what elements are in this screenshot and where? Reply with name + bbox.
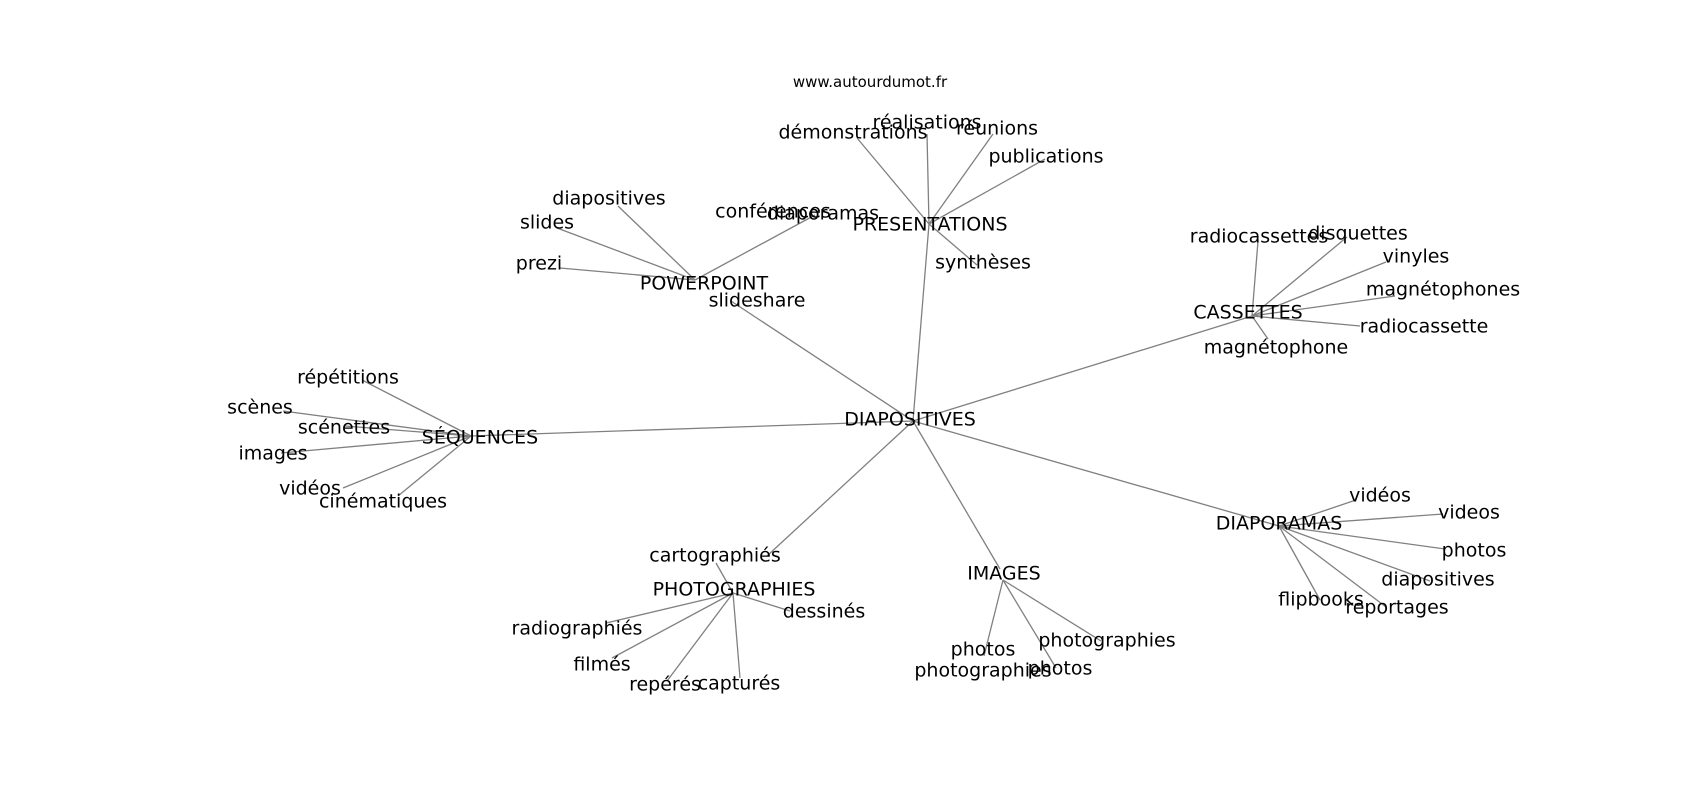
leaf-node: videos [1438,501,1500,524]
leaf-node: répétitions [297,366,399,389]
graph-edge [1251,315,1269,340]
graph-edge [1278,525,1387,608]
leaf-node: scénettes [297,416,391,439]
leaf-node: diapositives [552,187,666,210]
graph-edge [611,592,734,659]
graph-edge [1251,295,1396,317]
leaf-node: scènes [227,396,293,419]
leaf-node: démonstrations [778,121,928,144]
graph-edge [1278,525,1446,550]
leaf-node: disquettes [1308,222,1408,245]
leaf-node: photographies [1038,629,1176,652]
graph-edge [983,579,1004,657]
leaf-node: radiographiés [511,617,643,640]
graph-edge [1002,579,1057,669]
group-node-powerpoint: POWERPOINT [639,272,769,295]
graph-edge [928,223,978,266]
leaf-node: reportages [1345,596,1449,619]
leaf-node: prezi [515,252,563,275]
leaf-node: publications [988,145,1104,168]
graph-edge [397,435,472,497]
graph-edge [928,158,1046,225]
leaf-node: photos [950,638,1016,661]
leaf-node: diapositives [1381,568,1495,591]
leaf-node: conférences [715,200,831,223]
graph-edge [926,133,930,225]
graph-edge [1278,500,1354,527]
graph-edge [559,267,696,281]
graph-edge [912,420,1280,527]
leaf-node: diaporamas [766,202,880,225]
graph-edge [1278,525,1321,601]
graph-edge [1251,236,1348,317]
graph-edge [912,420,1001,570]
hub-node: DIAPOSITIVES [844,408,976,431]
graph-edge [1251,315,1361,327]
graph-edge [280,435,472,454]
graph-edge [912,223,930,422]
leaf-node: slideshare [708,289,806,312]
graph-edge [694,214,816,281]
leaf-node: images [238,442,308,465]
graph-edge [470,420,914,437]
leaf-node: cinématiques [318,490,448,513]
graph-edge [282,410,472,437]
leaf-node: cartographiés [649,544,781,567]
leaf-node: vidéos [1349,484,1411,507]
graph-edge [605,592,734,624]
graph-edge [928,133,994,225]
graph-edge [1278,513,1444,527]
group-node-images: IMAGES [967,562,1041,585]
group-node-sequences: SÉQUENCES [421,426,539,449]
leaf-node: radiocassette [1359,315,1489,338]
leaf-node: synthèses [935,251,1031,274]
group-node-photographies: PHOTOGRAPHIES [652,578,816,601]
leaf-node: dessinés [782,600,866,623]
group-node-cassettes: CASSETTES [1193,301,1303,324]
leaf-node: magnétophones [1365,278,1521,301]
leaf-node: photographies [914,659,1052,682]
leaf-node: photos [1441,539,1507,562]
graph-edge [912,315,1253,422]
graph-edge [1251,261,1387,317]
group-node-presentations: PRESENTATIONS [852,213,1008,236]
graph-edge [342,435,472,489]
group-node-diaporamas: DIAPORAMAS [1215,512,1343,535]
site-credit: www.autourdumot.fr [792,73,948,91]
leaf-node: photos [1027,657,1093,680]
graph-edge [617,205,696,281]
leaf-node: slides [519,211,575,234]
graph-edge [715,562,734,594]
leaf-node: filmés [573,653,631,676]
graph-edge [732,592,791,612]
graph-edge [856,137,930,225]
graph-edge [344,425,472,437]
leaf-node: vinyles [1382,245,1450,268]
leaf-node: capturés [697,672,781,695]
leaf-node: radiocassettes [1189,225,1329,248]
graph-edge [766,420,914,557]
graph-edge [556,227,696,281]
graph-edge [730,300,914,422]
leaf-node: magnétophone [1203,336,1349,359]
leaf-node: vidéos [279,477,341,500]
graph-edge [732,592,741,679]
graph-edge [1002,579,1102,642]
graph-edge [1278,525,1431,582]
graph-edge [666,592,734,682]
leaf-node: flipbooks [1278,588,1364,611]
leaf-node: repérés [629,673,701,696]
leaf-node: réalisations [872,111,982,134]
graph-edge [361,379,472,437]
leaf-node: réunions [955,117,1039,140]
graph-edge [1251,240,1259,317]
